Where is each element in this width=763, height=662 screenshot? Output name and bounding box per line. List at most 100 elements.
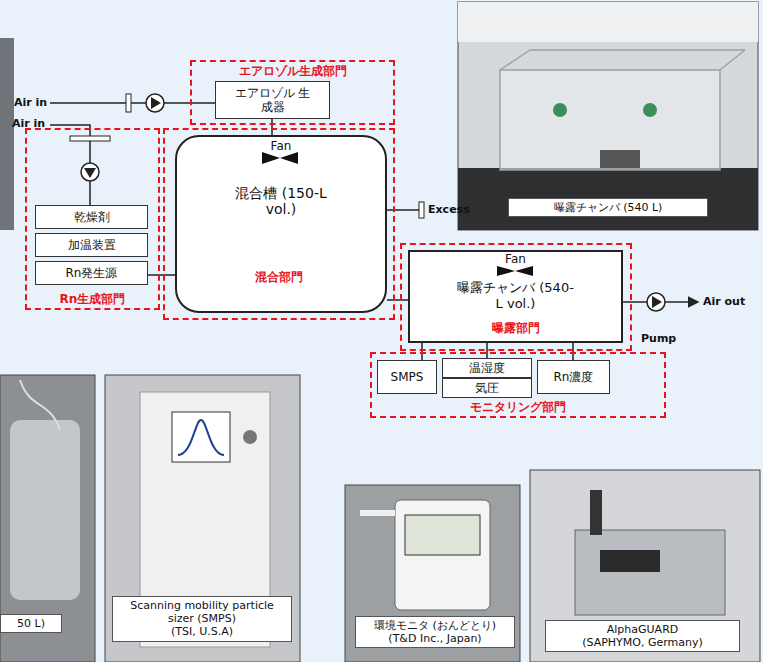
section-region: 曝露部門 Fan 曝露チャンバ (540-L vol.) — [400, 243, 632, 351]
section-label: 曝露部門 — [492, 321, 540, 335]
photo-fragment — [0, 38, 14, 230]
flow-label: Air in — [12, 117, 45, 130]
photo-frame — [458, 2, 758, 230]
node-text: 曝露チャンバ (540 L) — [513, 201, 703, 214]
section-label: Rn生成部門 — [60, 292, 126, 306]
flow-label: Air out — [703, 295, 745, 308]
node-text: (SAPHYMO, Germany) — [550, 636, 735, 649]
section-region: エアロゾル生成部門エアロゾル 生成器 — [190, 60, 395, 125]
node-text: Scanning mobility particle sizer (SMPS) — [117, 599, 287, 625]
flow-label: Air in — [14, 96, 47, 109]
photo-caption: 曝露チャンバ (540 L) — [508, 198, 708, 217]
device-body — [575, 530, 725, 615]
node-text: 加温装置 — [68, 238, 116, 252]
photo-frame — [105, 375, 300, 662]
photo-caption: 50 L) — [0, 614, 62, 633]
tank-body — [10, 420, 80, 600]
photo-frame — [530, 470, 760, 662]
device-screen — [405, 515, 480, 555]
tank-photo — [0, 375, 95, 662]
section-region: モニタリング部門 SMPS 温湿度気圧 Rn濃度 — [370, 352, 666, 418]
glass-edge — [500, 50, 530, 70]
device-body — [395, 500, 490, 610]
photo-bench — [458, 168, 758, 230]
valve-symbol — [70, 136, 110, 141]
pipe-connector — [271, 119, 273, 135]
node-text: SMPS — [391, 370, 424, 384]
node-text: 50 L) — [5, 617, 57, 630]
smps-photo — [105, 375, 300, 662]
process-box: Rn発生源 — [35, 261, 148, 285]
node-text: エアロゾル 生成器 — [233, 86, 313, 115]
pump-symbol — [81, 163, 99, 181]
section-label: エアロゾル生成部門 — [239, 64, 347, 78]
air-in-line — [50, 125, 110, 205]
process-box: エアロゾル 生成器 — [215, 81, 330, 119]
screen-curve — [178, 420, 224, 455]
device-screen — [172, 412, 230, 462]
pump-symbol — [146, 94, 164, 112]
glass-box — [500, 70, 720, 170]
section-region: 混合部門 Fan 混合槽 (150-L vol.) — [163, 128, 395, 320]
pipe — [387, 209, 424, 211]
pump-symbol — [647, 293, 665, 311]
pump-arrow — [151, 97, 161, 109]
mixing-tank: Fan 混合槽 (150-L vol.) — [175, 135, 387, 313]
monitor-box: 温湿度 — [442, 358, 532, 378]
node-text: (TSI, U.S.A) — [117, 625, 287, 638]
photo-caption: 環境モニタ (おんどとり)(T&D Inc., Japan) — [355, 616, 515, 648]
photo-frame — [345, 485, 520, 662]
node-text: 気圧 — [475, 381, 499, 395]
pipe — [623, 301, 647, 303]
pipe-connector — [387, 299, 408, 301]
photo-caption: Scanning mobility particle sizer (SMPS)(… — [112, 596, 292, 642]
sensor-cable — [360, 510, 395, 516]
device-display — [600, 550, 660, 572]
pump-arrow — [84, 168, 96, 178]
node-text: Rn発生源 — [66, 266, 118, 280]
thermo-photo — [345, 485, 520, 662]
monitor-box: 気圧 — [442, 378, 532, 398]
node-text: 温湿度 — [469, 361, 505, 375]
alphaguard-photo — [530, 470, 760, 662]
pipe-connector — [148, 274, 175, 276]
glass-edge — [720, 50, 745, 70]
excess-line — [387, 202, 424, 218]
photo-wall — [458, 2, 758, 42]
node-text: 環境モニタ (おんどとり) — [360, 619, 510, 632]
process-box: 乾燥剤 — [35, 205, 148, 229]
device-knob — [243, 430, 257, 444]
flow-label: Excess — [428, 203, 470, 216]
fitting — [643, 103, 657, 117]
photo-frame — [0, 375, 95, 662]
node-text: 曝露チャンバ (540-L vol.) — [456, 280, 576, 312]
node-text: Fan — [271, 139, 292, 153]
node-text: 乾燥剤 — [74, 210, 110, 224]
node-text: (T&D Inc., Japan) — [360, 632, 510, 645]
tube — [20, 380, 60, 430]
device-handle — [590, 490, 602, 535]
monitor-box: SMPS — [377, 360, 437, 394]
section-label: モニタリング部門 — [470, 400, 566, 414]
device — [600, 150, 640, 168]
chamber-photo — [458, 2, 758, 230]
node-text: Fan — [505, 252, 526, 266]
fitting — [553, 103, 567, 117]
valve-symbol — [419, 202, 424, 218]
photo-caption: AlphaGUARD(SAPHYMO, Germany) — [545, 620, 740, 652]
node-text: AlphaGUARD — [550, 623, 735, 636]
air-out-line — [623, 293, 698, 311]
valve-symbol — [126, 94, 131, 112]
flow-label: Pump — [641, 332, 676, 345]
section-label: 混合部門 — [255, 270, 303, 284]
section-region: Rn生成部門乾燥剤加温装置 Rn発生源 — [25, 128, 160, 310]
glass-edge — [530, 49, 745, 51]
process-box: 加温装置 — [35, 233, 148, 257]
node-text: 混合槽 (150-L vol.) — [226, 185, 336, 217]
pump-arrow — [652, 296, 662, 308]
monitor-box: Rn濃度 — [537, 360, 610, 394]
